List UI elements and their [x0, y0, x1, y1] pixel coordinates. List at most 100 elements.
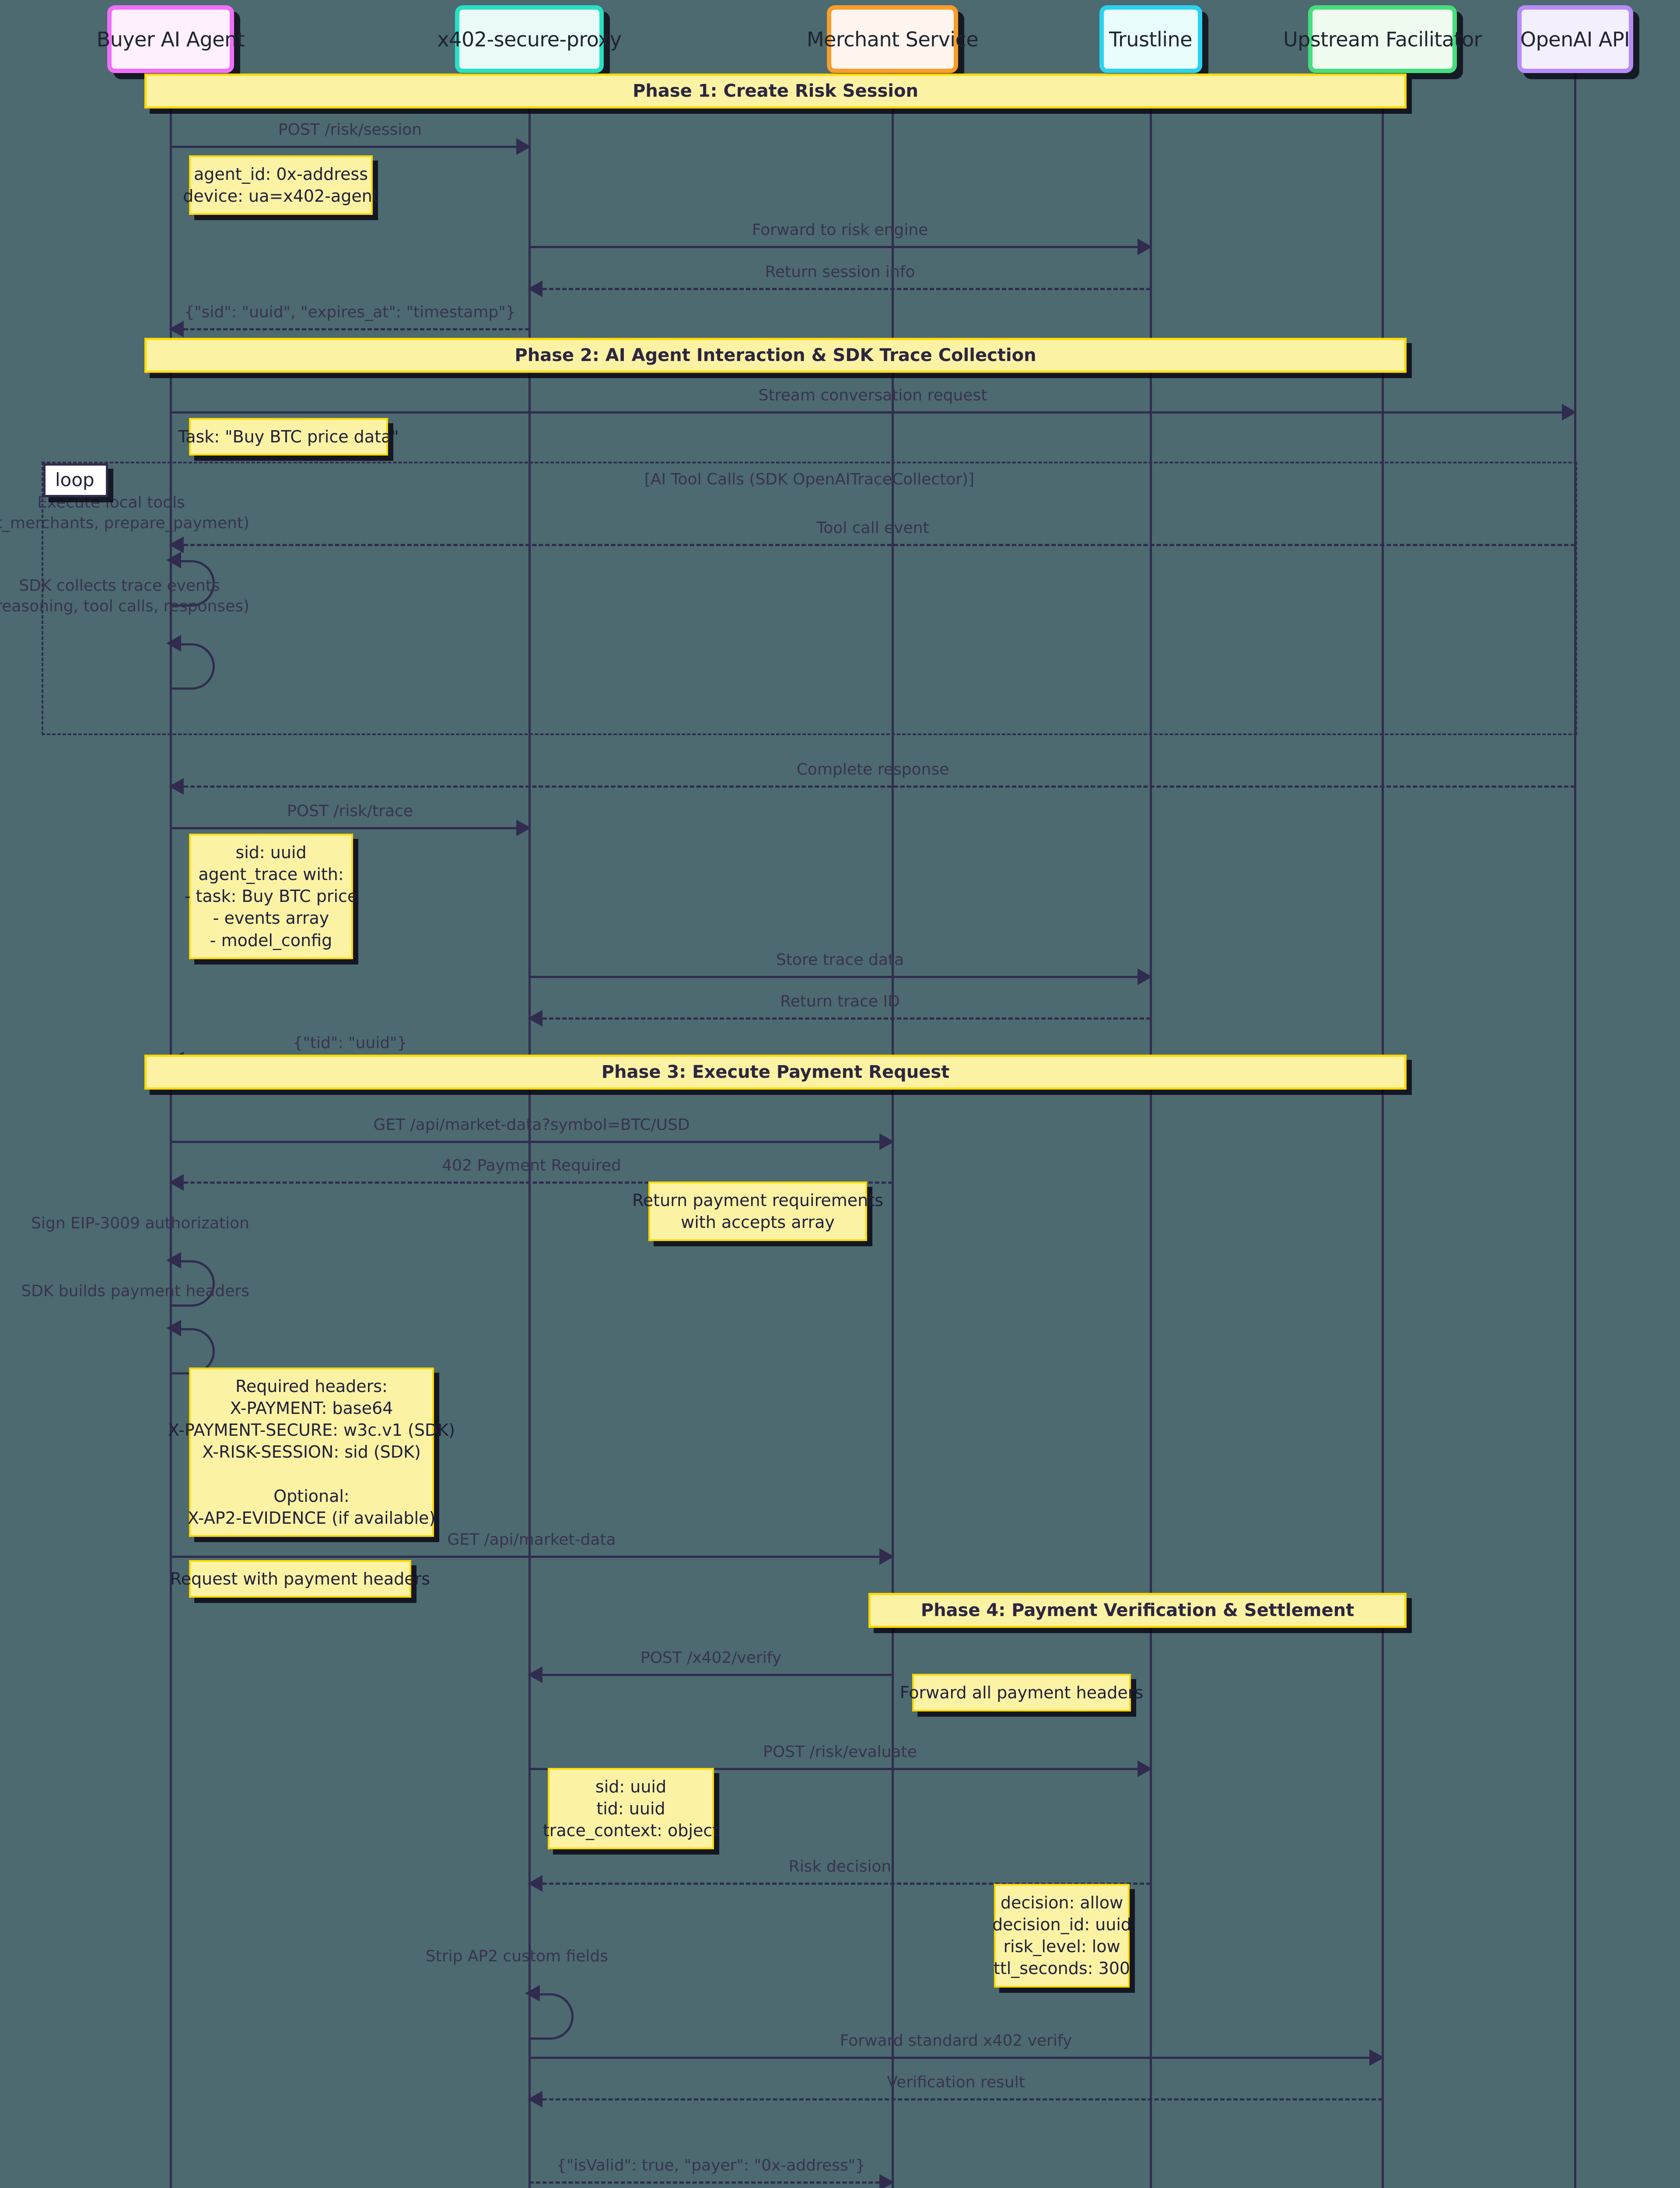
participant-header-trustline[interactable]: Trustline [1099, 5, 1202, 73]
message-label: {"isValid": true, "payer": "0x-address"} [556, 2156, 866, 2174]
note-line: X-AP2-EVIDENCE (if available) [187, 1508, 436, 1528]
note-line: Task: "Buy BTC price data" [178, 427, 399, 446]
participant-header-facilitator[interactable]: Upstream Facilitator [1283, 5, 1482, 73]
arrowhead-icon [1562, 404, 1577, 421]
note-line [309, 1463, 314, 1485]
message-line [171, 146, 529, 148]
message-label: POST /x402/verify [640, 1649, 782, 1667]
arrowhead-icon [528, 281, 542, 297]
phase-divider-phase1: Phase 1: Create Risk Session [144, 74, 1407, 109]
participant-label: x402-secure-proxy [437, 27, 622, 51]
message-label: Stream conversation request [758, 386, 987, 404]
arrowhead-icon [1138, 238, 1152, 255]
note-line: - model_config [210, 930, 332, 950]
arrowhead-icon [166, 1320, 181, 1336]
participant-label: Merchant Service [806, 27, 979, 51]
lifeline-merchant [892, 73, 894, 2188]
arrowhead-icon [528, 1875, 542, 1892]
arrowhead-icon [516, 138, 531, 155]
self-message-label: Sign EIP-3009 authorization [31, 1214, 249, 1233]
lifeline-proxy [528, 73, 531, 2188]
note-line: decision: allow [1000, 1893, 1124, 1912]
message-label: POST /risk/trace [287, 802, 413, 820]
message-label: Tool call event [816, 519, 929, 537]
message-label: Return trace ID [780, 992, 900, 1010]
arrowhead-icon [166, 1252, 181, 1269]
note-line: tid: uuid [596, 1799, 665, 1819]
self-message-label: SDK builds payment headers [21, 1282, 249, 1301]
message-label: Risk decision [788, 1858, 892, 1876]
message-line [171, 1141, 892, 1143]
self-message-loop [171, 1260, 215, 1307]
participant-label: Upstream Facilitator [1283, 27, 1482, 51]
message-label: 402 Payment Required [442, 1157, 621, 1175]
phase-divider-phase2: Phase 2: AI Agent Interaction & SDK Trac… [144, 338, 1407, 373]
message-line [529, 1883, 1151, 1885]
message-label: GET /api/market-data [447, 1531, 616, 1549]
lifeline-buyer [170, 73, 172, 2188]
lifeline-trustline [1150, 73, 1152, 2188]
note-line: trace_context: object [542, 1821, 719, 1841]
message-line [171, 328, 529, 330]
message-label: Complete response [796, 761, 949, 778]
note-n2: Task: "Buy BTC price data" [178, 418, 399, 456]
note-line: agent_trace with: [198, 865, 344, 884]
self-message-label: SDK collects trace events(reasoning, too… [0, 577, 249, 616]
note-line: Forward all payment headers [900, 1683, 1144, 1702]
arrowhead-icon [169, 778, 184, 795]
note-line: X-RISK-SESSION: sid (SDK) [202, 1442, 421, 1462]
note-line: X-PAYMENT: base64 [230, 1399, 393, 1418]
participant-label: OpenAI API [1520, 27, 1630, 51]
message-line [171, 785, 1575, 788]
message-label: Forward standard x402 verify [840, 2032, 1072, 2050]
message-line [529, 2181, 892, 2184]
self-message-loop [529, 1993, 574, 2040]
note-line: - events array [213, 908, 329, 928]
arrowhead-icon [528, 2091, 542, 2107]
message-label: {"sid": "uuid", "expires_at": "timestamp… [184, 303, 516, 321]
note-line: agent_id: 0x-address [194, 165, 368, 184]
arrowhead-icon [166, 635, 181, 652]
arrowhead-icon [525, 1985, 540, 2002]
message-line [529, 1674, 892, 1676]
arrowhead-icon [169, 536, 184, 553]
self-message-label: Execute local tools(list_merchants, prep… [0, 494, 249, 533]
message-label: GET /api/market-data?symbol=BTC/USD [373, 1116, 690, 1134]
note-line: risk_level: low [1003, 1937, 1120, 1957]
participant-header-proxy[interactable]: x402-secure-proxy [438, 5, 622, 73]
participant-label: Trustline [1109, 27, 1192, 51]
note-line: ttl_seconds: 300 [993, 1959, 1130, 1978]
message-line [529, 1017, 1151, 1020]
note-line: Request with payment headers [170, 1569, 430, 1588]
message-label: {"tid": "uuid"} [293, 1034, 407, 1052]
note-line: sid: uuid [595, 1777, 667, 1796]
self-message-label: Strip AP2 custom fields [425, 1947, 608, 1966]
participant-header-openai[interactable]: OpenAI API [1517, 5, 1633, 73]
participant-header-buyer[interactable]: Buyer AI Agent [97, 5, 245, 73]
arrowhead-icon [516, 820, 531, 836]
arrowhead-icon [166, 552, 181, 568]
message-label: Forward to risk engine [752, 221, 928, 239]
arrowhead-icon [879, 2174, 894, 2188]
message-line [529, 2057, 1382, 2059]
lifeline-openai [1574, 73, 1576, 2188]
lifeline-facilitator [1382, 73, 1384, 2188]
group-loop [42, 462, 1577, 735]
arrowhead-icon [1138, 968, 1152, 985]
group-loop-condition: [AI Tool Calls (SDK OpenAITraceCollector… [644, 470, 975, 488]
note-line: Required headers: [235, 1377, 388, 1396]
arrowhead-icon [528, 1666, 542, 1683]
arrowhead-icon [1138, 1760, 1152, 1777]
participant-header-merchant[interactable]: Merchant Service [807, 5, 979, 73]
message-line [529, 246, 1151, 248]
message-label: POST /risk/session [278, 121, 422, 139]
self-message-loop [171, 643, 215, 690]
group-loop-tab: loop [43, 463, 108, 497]
